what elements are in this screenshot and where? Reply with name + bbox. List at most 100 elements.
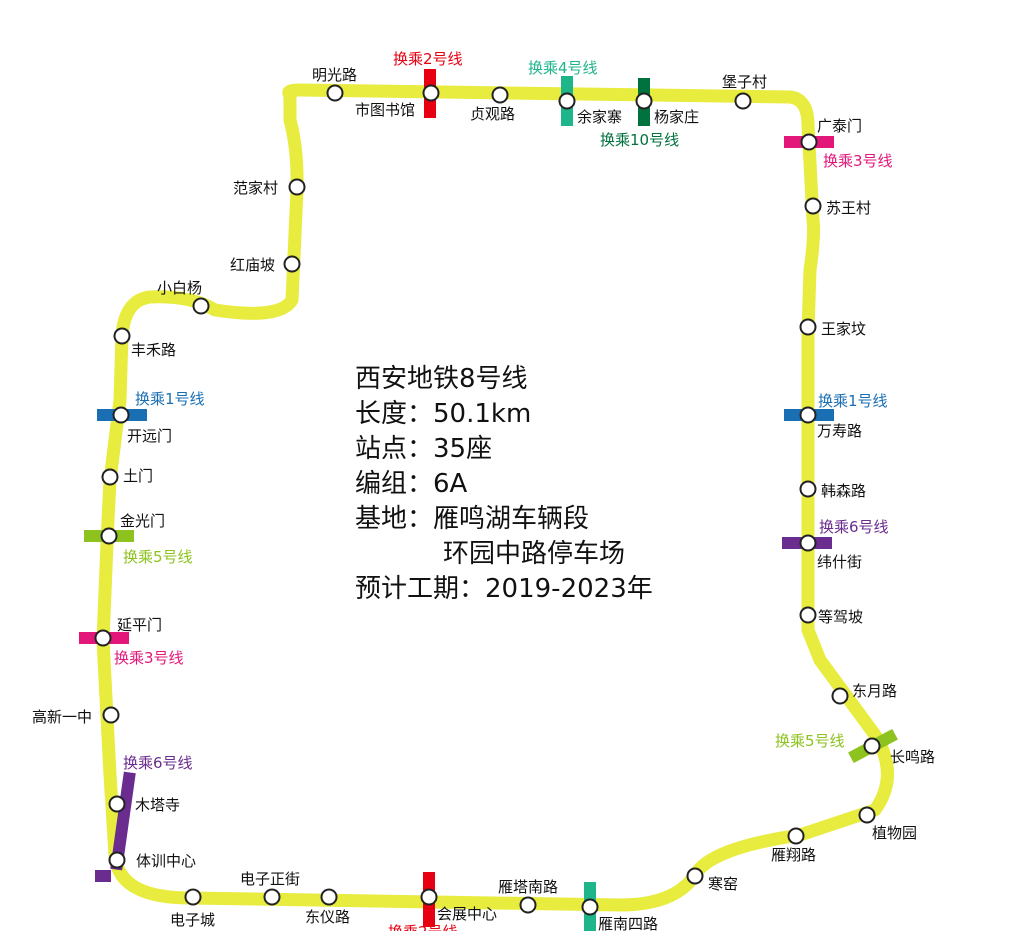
station-dot[interactable] (799, 534, 817, 552)
info-value: 35座 (433, 434, 493, 464)
info-value: 50.1km (433, 399, 532, 429)
station-dot[interactable] (804, 197, 822, 215)
station-dot[interactable] (863, 737, 881, 755)
station-label: 雁南四路 (598, 915, 658, 931)
station-label: 电子城 (170, 911, 215, 929)
transfer-label-line2-bottom: 换乘2号线 (388, 923, 458, 931)
transfer-label-line2: 换乘2号线 (393, 50, 463, 68)
station-label: 开远门 (127, 427, 172, 445)
station-dot[interactable] (320, 888, 338, 906)
info-row-stations: 站点：35座 (355, 432, 653, 467)
station-label: 丰禾路 (131, 341, 176, 359)
station-dot[interactable] (581, 898, 599, 916)
station-label: 苏王村 (826, 199, 871, 217)
station-label: 植物园 (872, 824, 917, 842)
station-label: 寒窑 (708, 875, 738, 893)
station-dot[interactable] (800, 133, 818, 151)
station-dot[interactable] (858, 806, 876, 824)
station-dot[interactable] (831, 687, 849, 705)
station-label: 范家村 (233, 179, 278, 197)
station-label: 王家坟 (821, 320, 866, 338)
station-label: 木塔寺 (135, 796, 180, 814)
station-dot[interactable] (519, 896, 537, 914)
info-row-depot: 基地：雁鸣湖车辆段 (355, 502, 653, 537)
station-dot[interactable] (787, 827, 805, 845)
transfer-label-line4: 换乘4号线 (528, 59, 598, 77)
info-label: 编组： (355, 469, 434, 499)
transfer-label-line1: 换乘1号线 (818, 392, 888, 410)
station-dot[interactable] (108, 795, 126, 813)
station-label: 韩森路 (821, 482, 866, 500)
info-value: 雁鸣湖车辆段 (433, 504, 590, 534)
station-label: 体训中心 (136, 852, 196, 870)
station-label: 延平门 (117, 616, 162, 634)
station-dot[interactable] (94, 629, 112, 647)
info-row-formation: 编组：6A (355, 467, 653, 502)
station-label: 金光门 (120, 512, 165, 530)
station-label: 东月路 (852, 682, 897, 700)
station-dot[interactable] (799, 406, 817, 424)
station-dot[interactable] (101, 468, 119, 486)
station-label: 电子正街 (240, 870, 300, 888)
station-dot[interactable] (192, 297, 210, 315)
station-label: 雁翔路 (771, 846, 816, 864)
transfer-label-line1-left: 换乘1号线 (135, 390, 205, 408)
station-dot[interactable] (100, 527, 118, 545)
station-dot[interactable] (113, 327, 131, 345)
transfer-label-line5-left: 换乘5号线 (123, 548, 193, 566)
station-dot[interactable] (108, 851, 126, 869)
info-value: 2019-2023年 (485, 574, 653, 604)
station-dot[interactable] (799, 318, 817, 336)
station-label: 长鸣路 (890, 748, 935, 766)
station-label: 红庙坡 (230, 256, 275, 274)
station-dot[interactable] (420, 888, 438, 906)
station-dot[interactable] (686, 867, 704, 885)
station-dot[interactable] (288, 178, 306, 196)
info-label: 站点： (355, 434, 434, 464)
station-dot[interactable] (799, 606, 817, 624)
transfer-bar-line6-left-stub (95, 870, 111, 882)
transfer-bar-line6-left (110, 771, 136, 871)
station-label: 会展中心 (437, 905, 497, 923)
transfer-labels: 换乘2号线 换乘4号线 换乘10号线 换乘3号线 换乘1号线 换乘6号线 换乘5… (114, 50, 893, 931)
station-label: 广泰门 (817, 117, 862, 135)
station-dot[interactable] (491, 86, 509, 104)
info-row-schedule: 预计工期：2019-2023年 (355, 572, 653, 607)
info-row-depot-extra: 环园中路停车场 (443, 539, 626, 569)
station-dot[interactable] (283, 255, 301, 273)
station-label: 纬什街 (817, 553, 862, 571)
info-label: 预计工期： (355, 574, 486, 604)
transfer-label-line10: 换乘10号线 (600, 131, 679, 149)
station-dot[interactable] (799, 480, 817, 498)
station-dot[interactable] (635, 92, 653, 110)
station-label: 明光路 (312, 66, 357, 84)
station-dot[interactable] (263, 888, 281, 906)
station-label: 高新一中 (32, 708, 92, 726)
station-dot[interactable] (184, 888, 202, 906)
station-label: 等驾坡 (818, 608, 863, 626)
line-info-panel: 西安地铁8号线 长度：50.1km 站点：35座 编组：6A 基地：雁鸣湖车辆段… (355, 362, 653, 607)
station-label: 堡子村 (722, 73, 767, 91)
station-label: 市图书馆 (355, 101, 415, 119)
line-title: 西安地铁8号线 (355, 364, 528, 394)
station-label: 土门 (123, 467, 153, 485)
transfer-label-line3: 换乘3号线 (823, 152, 893, 170)
station-dot[interactable] (422, 84, 440, 102)
transfer-label-line5: 换乘5号线 (775, 732, 845, 750)
station-label: 万寿路 (817, 422, 862, 440)
station-dot[interactable] (734, 92, 752, 110)
transfer-label-line3-left: 换乘3号线 (114, 649, 184, 667)
station-dot[interactable] (558, 92, 576, 110)
transfer-label-line6-left: 换乘6号线 (123, 754, 193, 772)
info-row-length: 长度：50.1km (355, 397, 653, 432)
station-dot[interactable] (326, 84, 344, 102)
station-label: 雁塔南路 (498, 878, 558, 896)
transfer-label-line6: 换乘6号线 (819, 518, 889, 536)
info-label: 基地： (355, 504, 434, 534)
station-dot[interactable] (102, 706, 120, 724)
station-label: 余家寨 (577, 108, 622, 126)
info-value: 6A (433, 469, 468, 499)
station-dot[interactable] (112, 406, 130, 424)
station-label: 东仪路 (305, 908, 350, 926)
